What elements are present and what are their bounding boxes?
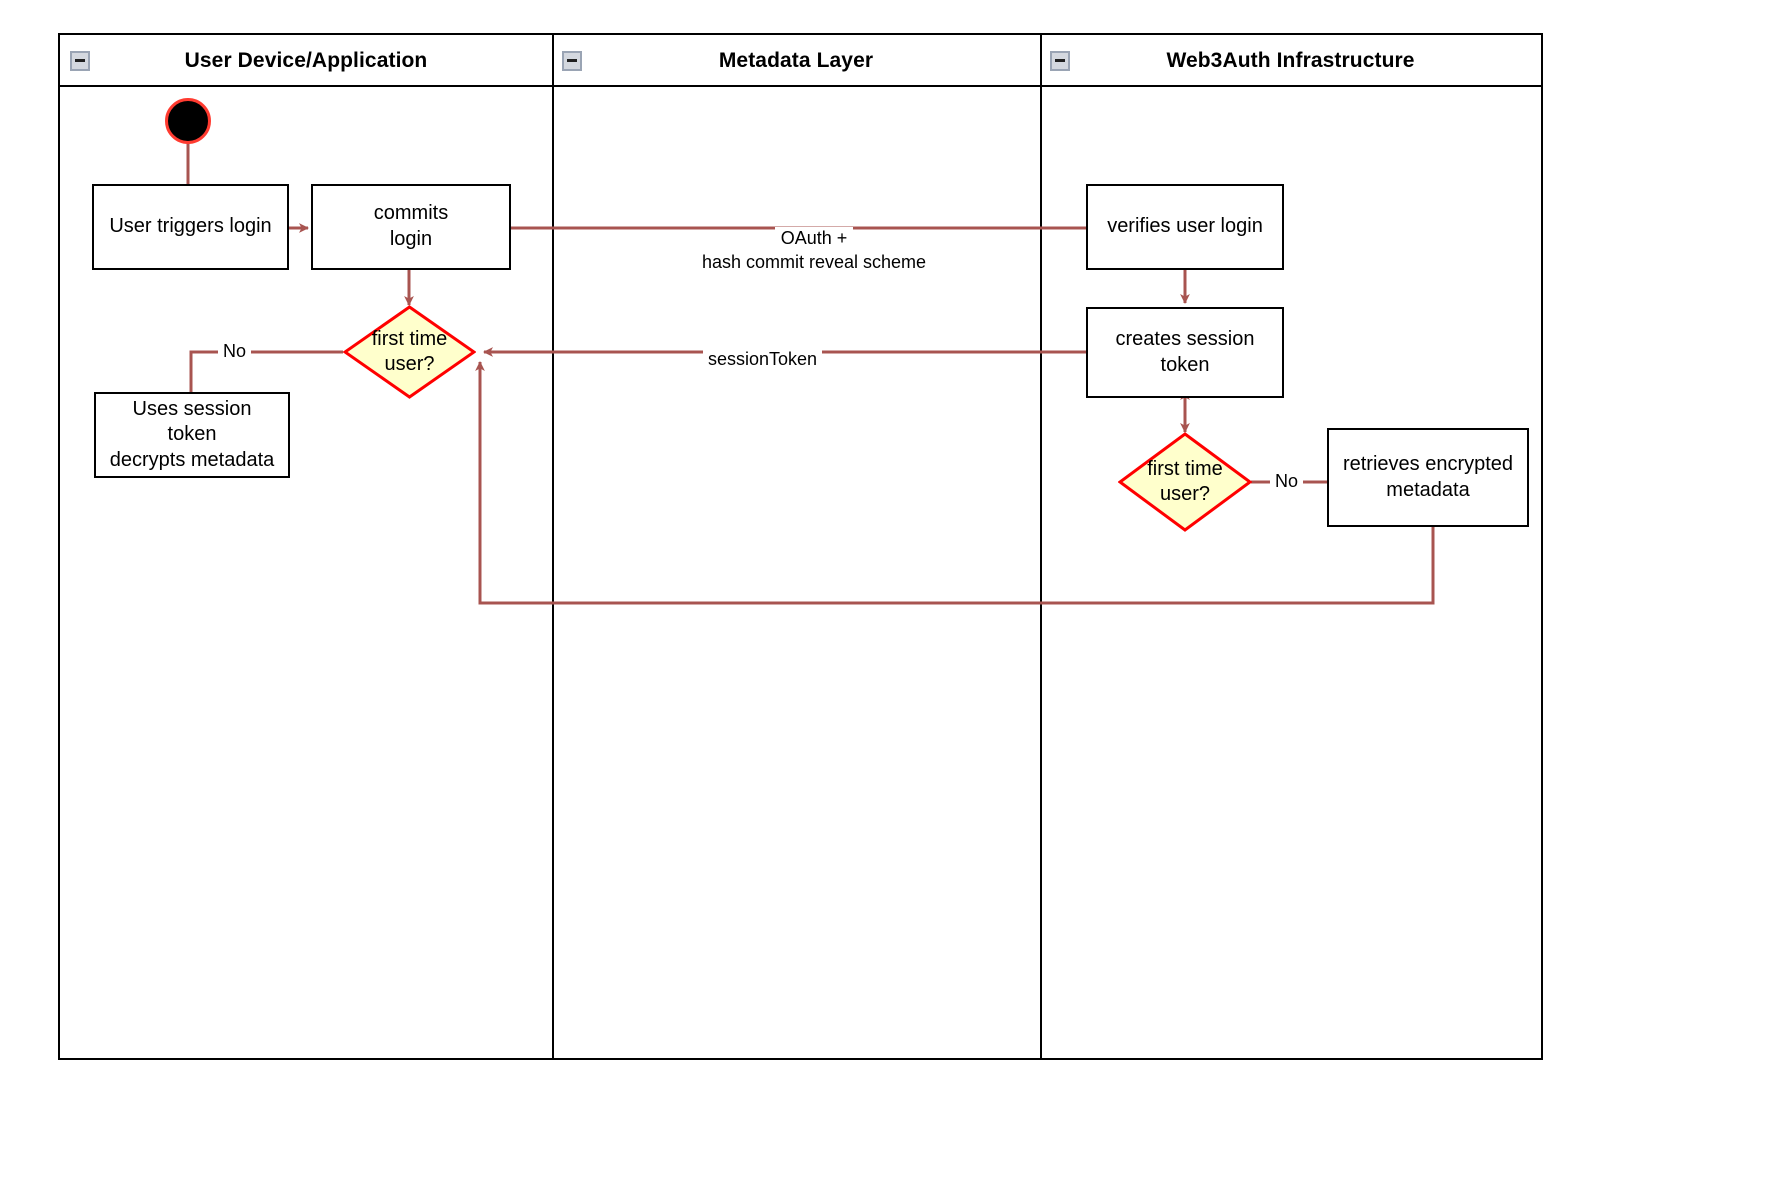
lane-metadata[interactable]: Metadata Layer [552, 35, 1040, 1058]
decision-diamond-shape [1118, 432, 1252, 532]
lane-header-web3auth: Web3Auth Infrastructure [1040, 35, 1541, 87]
decision-first-time-user-right[interactable]: first time user? [1118, 432, 1252, 532]
activity-label-line1: commits [373, 202, 449, 225]
edge-label-oauth-line2: hash commit reveal scheme [695, 250, 933, 275]
lane-web3auth[interactable]: Web3Auth Infrastructure [1040, 35, 1541, 1058]
lane-divider-2 [1040, 35, 1042, 1058]
decision-first-time-user-left[interactable]: first time user? [343, 305, 476, 399]
activity-label-line2: login [389, 228, 433, 250]
decision-label-line2: user? [1159, 483, 1211, 505]
activity-commits-login[interactable]: commits login [311, 184, 511, 270]
collapse-minus-icon-web3auth[interactable] [1050, 51, 1070, 71]
lane-user-device[interactable]: User Device/Application [60, 35, 552, 1058]
lane-divider-1 [552, 35, 554, 1058]
activity-label-line2: token [1160, 353, 1210, 376]
decision-diamond-shape [343, 305, 476, 399]
start-node [165, 98, 211, 144]
lane-title-user-device: User Device/Application [184, 49, 428, 72]
activity-label-line3: decrypts metadata [109, 448, 275, 471]
activity-label-line1: creates session [1115, 327, 1255, 350]
decision-label-line2: user? [384, 353, 435, 375]
lane-header-metadata: Metadata Layer [552, 35, 1040, 87]
activity-label: verifies user login [1107, 215, 1263, 238]
activity-label-line1: retrieves encrypted [1342, 452, 1514, 475]
lane-header-user-device: User Device/Application [60, 35, 552, 87]
activity-user-triggers-login[interactable]: User triggers login [92, 184, 289, 270]
decision-label: first time user? [343, 305, 476, 399]
activity-uses-session-token[interactable]: Uses session token decrypts metadata [94, 392, 290, 478]
edge-label-no-left: No [218, 340, 252, 364]
lane-title-metadata: Metadata Layer [718, 49, 874, 72]
decision-label: first time user? [1118, 432, 1252, 532]
activity-label-line1: Uses session [132, 397, 252, 420]
collapse-minus-icon-user-device[interactable] [70, 51, 90, 71]
activity-label-line2: token [167, 423, 217, 446]
edge-label-oauth: OAuth + hash commit reveal scheme [627, 204, 981, 298]
lane-title-web3auth: Web3Auth Infrastructure [1166, 49, 1415, 72]
activity-retrieves-encrypted-metadata[interactable]: retrieves encrypted metadata [1327, 428, 1529, 527]
activity-label: User triggers login [109, 215, 272, 238]
edge-label-oauth-line1: OAuth + [774, 227, 854, 251]
edge-label-no-right: No [1270, 470, 1304, 494]
activity-creates-session-token[interactable]: creates session token [1086, 307, 1284, 398]
decision-label-line1: first time [1147, 458, 1223, 480]
collapse-minus-icon-metadata[interactable] [562, 51, 582, 71]
activity-label-line2: metadata [1386, 478, 1470, 501]
decision-label-line1: first time [371, 328, 448, 350]
edge-label-session-token: sessionToken [703, 348, 823, 372]
activity-verifies-user-login[interactable]: verifies user login [1086, 184, 1284, 270]
